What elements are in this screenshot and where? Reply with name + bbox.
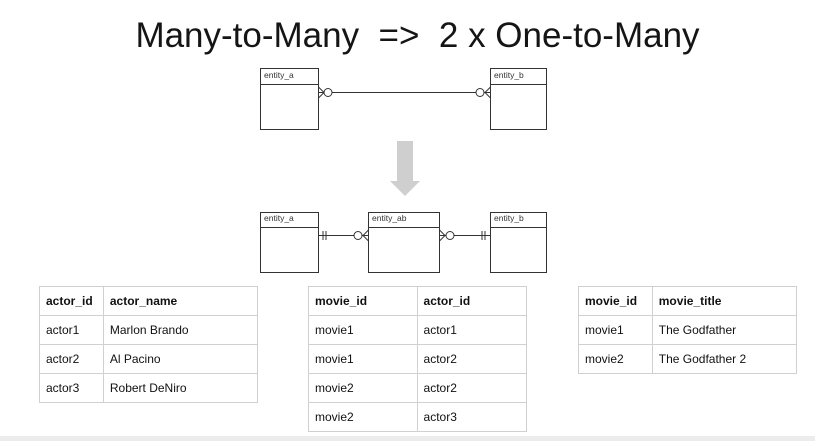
page-title: Many-to-Many => 2 x One-to-Many xyxy=(135,16,700,55)
table-header-row: movie_id actor_id xyxy=(308,286,528,316)
bottom-entity-a xyxy=(260,212,319,273)
top-entity-a-title: entity_a xyxy=(264,70,294,80)
table-cell: actor3 xyxy=(39,373,104,403)
bottom-entity-b xyxy=(490,212,547,273)
table-header-row: movie_id movie_title xyxy=(578,286,798,316)
table-cell: actor1 xyxy=(39,315,104,345)
top-relationship-line xyxy=(318,86,491,99)
table-row: movie2 actor3 xyxy=(308,402,528,432)
table-row: movie1 actor1 xyxy=(308,315,528,345)
bottom-entity-b-title: entity_b xyxy=(494,213,524,223)
table-row: movie2 The Godfather 2 xyxy=(578,344,798,374)
table-row: movie1 actor2 xyxy=(308,344,528,374)
column-header: actor_id xyxy=(416,286,528,316)
table-row: actor1 Marlon Brando xyxy=(39,315,259,345)
table-cell: The Godfather xyxy=(651,315,798,345)
column-header: actor_id xyxy=(39,286,104,316)
table-header-row: actor_id actor_name xyxy=(39,286,259,316)
column-header: actor_name xyxy=(102,286,259,316)
top-entity-b-title: entity_b xyxy=(494,70,524,80)
column-header: movie_id xyxy=(578,286,653,316)
table-cell: movie1 xyxy=(308,315,418,345)
table-cell: actor2 xyxy=(416,373,528,403)
table-cell: movie2 xyxy=(578,344,653,374)
column-header: movie_title xyxy=(651,286,798,316)
table-row: actor2 Al Pacino xyxy=(39,344,259,374)
movie-actor-table: movie_id actor_id movie1 actor1 movie1 a… xyxy=(308,286,528,432)
bottom-left-relationship-line xyxy=(318,229,369,242)
actors-table: actor_id actor_name actor1 Marlon Brando… xyxy=(39,286,259,403)
column-header: movie_id xyxy=(308,286,418,316)
bottom-right-relationship-line xyxy=(439,229,491,242)
table-cell: actor2 xyxy=(416,344,528,374)
table-cell: Al Pacino xyxy=(102,344,259,374)
movies-table: movie_id movie_title movie1 The Godfathe… xyxy=(578,286,798,374)
top-entity-a xyxy=(260,68,319,130)
table-cell: Marlon Brando xyxy=(102,315,259,345)
table-cell: movie2 xyxy=(308,373,418,403)
table-cell: movie1 xyxy=(578,315,653,345)
down-arrow-icon xyxy=(390,141,420,196)
table-cell: movie1 xyxy=(308,344,418,374)
table-row: movie1 The Godfather xyxy=(578,315,798,345)
table-cell: Robert DeNiro xyxy=(102,373,259,403)
top-entity-b xyxy=(490,68,547,130)
table-cell: actor3 xyxy=(416,402,528,432)
table-cell: actor1 xyxy=(416,315,528,345)
bottom-entity-ab xyxy=(368,212,440,273)
bottom-entity-a-title: entity_a xyxy=(264,213,294,223)
table-cell: movie2 xyxy=(308,402,418,432)
table-cell: The Godfather 2 xyxy=(651,344,798,374)
table-cell: actor2 xyxy=(39,344,104,374)
table-row: actor3 Robert DeNiro xyxy=(39,373,259,403)
footer-bar xyxy=(0,436,815,441)
bottom-entity-ab-title: entity_ab xyxy=(372,213,407,223)
table-row: movie2 actor2 xyxy=(308,373,528,403)
